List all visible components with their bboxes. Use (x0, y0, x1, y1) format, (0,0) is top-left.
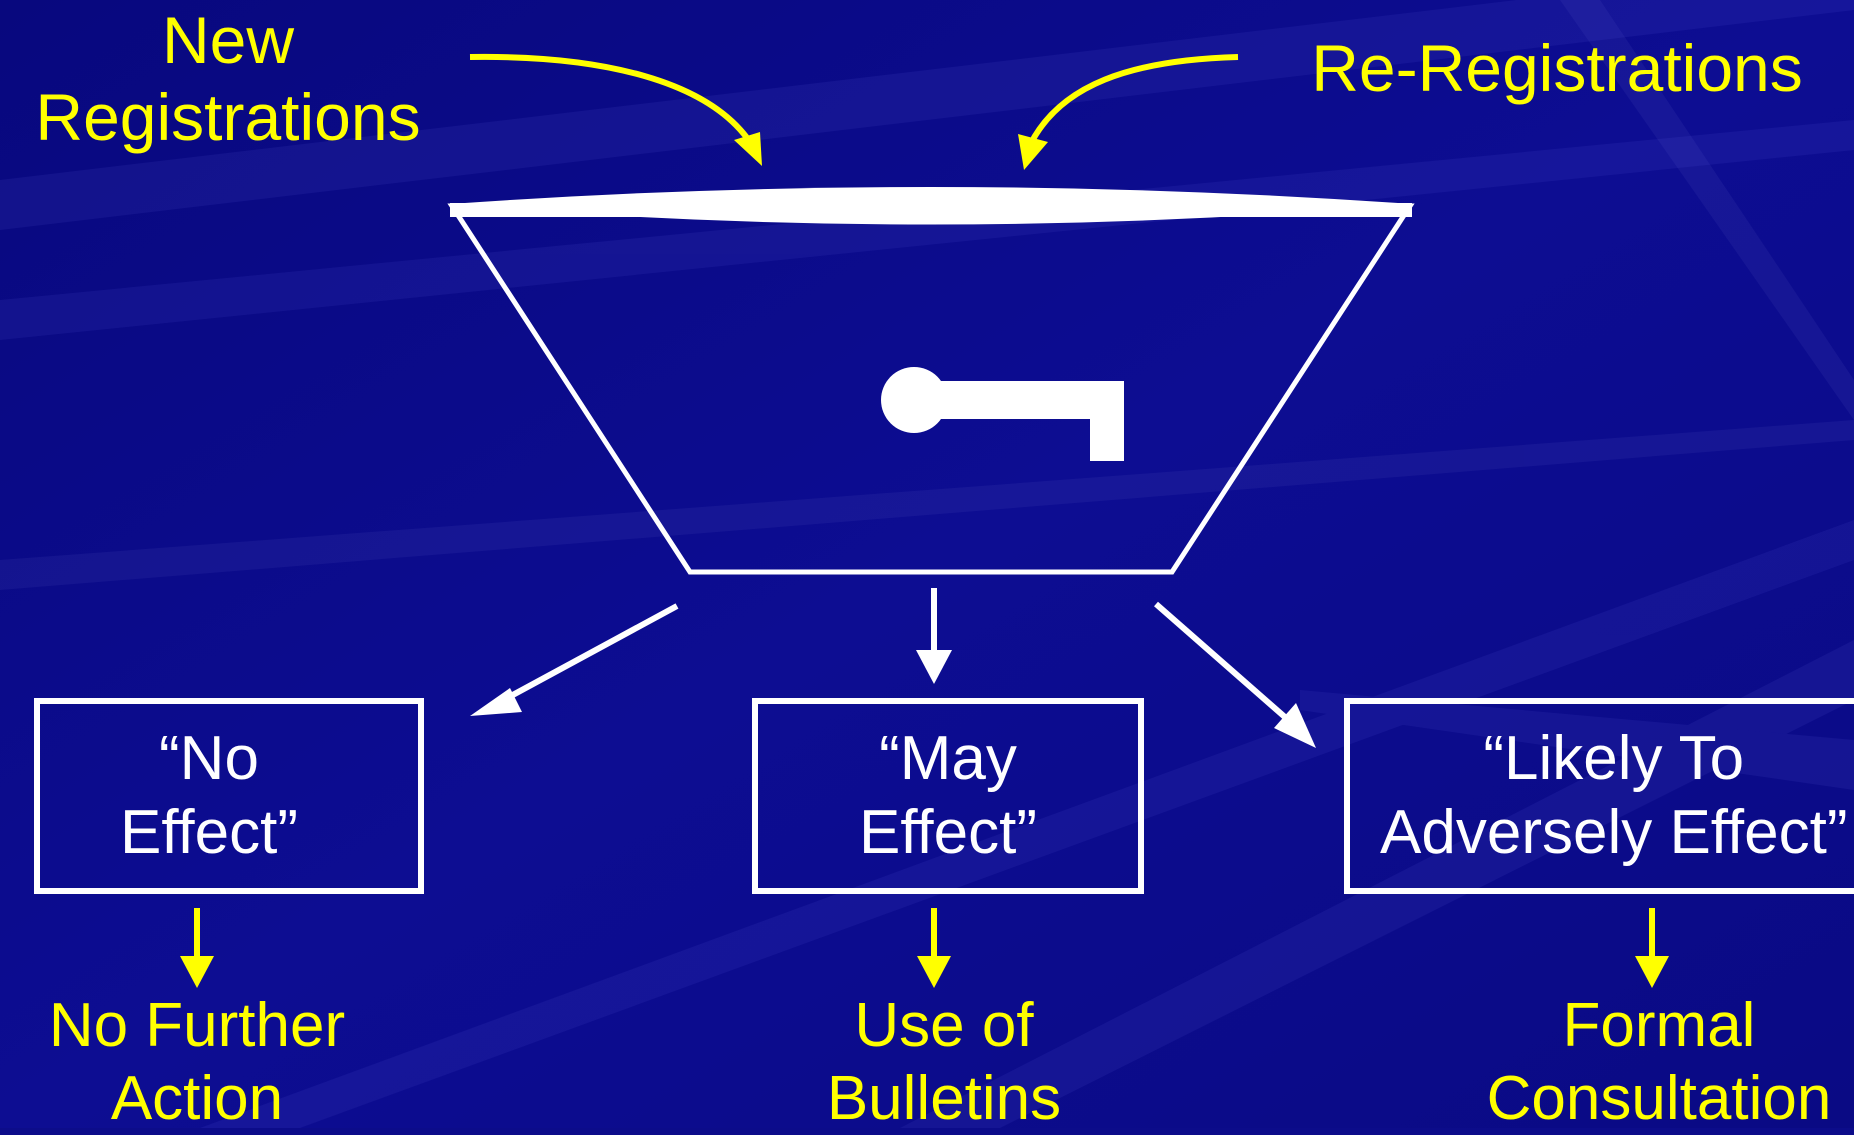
to-no-effect-arrow (470, 603, 679, 716)
likely-adverse-line1: “Likely To (1483, 723, 1745, 793)
may-effect-line2: Effect” (858, 798, 1038, 867)
new-registrations-line1: New (161, 3, 295, 77)
re-registrations-label: Re-Registrations (1311, 31, 1803, 105)
may-effect-box: “May Effect” (752, 698, 1144, 894)
to-likely-adverse-arrow (1154, 601, 1316, 748)
re-registrations-arrowhead (1018, 134, 1048, 170)
new-registrations-label: New Registrations (4, 2, 452, 156)
formal-consultation-line1: Formal (1562, 991, 1756, 1060)
new-registrations-line2: Registrations (35, 80, 421, 155)
to-may-effect-arrow (916, 588, 952, 684)
use-of-bulletins-label: Use of Bulletins (744, 990, 1144, 1135)
to-no-further-action-arrow (180, 908, 214, 988)
re-registrations-arrow (1027, 54, 1239, 147)
key-icon (881, 367, 1124, 461)
formal-consultation-line2: Consultation (1486, 1063, 1832, 1133)
new-registrations-arrowhead (734, 132, 762, 166)
no-further-action-line2: Action (110, 1063, 284, 1133)
formal-consultation-label: Formal Consultation (1464, 990, 1854, 1135)
no-effect-box: “No Effect” (34, 698, 424, 894)
funnel-icon (447, 187, 1415, 575)
to-formal-consultation-arrow (1635, 908, 1669, 988)
use-of-bulletins-line1: Use of (854, 991, 1034, 1060)
likely-adverse-line2: Adversely Effect” (1380, 798, 1848, 867)
no-effect-line2: Effect” (119, 798, 299, 867)
to-use-of-bulletins-arrow (917, 908, 951, 988)
likely-adverse-effect-box: “Likely To Adversely Effect” (1344, 698, 1854, 894)
use-of-bulletins-line2: Bulletins (826, 1063, 1062, 1133)
no-effect-line1: “No (159, 723, 259, 793)
no-further-action-line1: No Further (48, 991, 346, 1060)
no-further-action-label: No Further Action (0, 990, 394, 1135)
new-registrations-arrow (469, 53, 755, 147)
may-effect-line1: “May (879, 723, 1017, 793)
